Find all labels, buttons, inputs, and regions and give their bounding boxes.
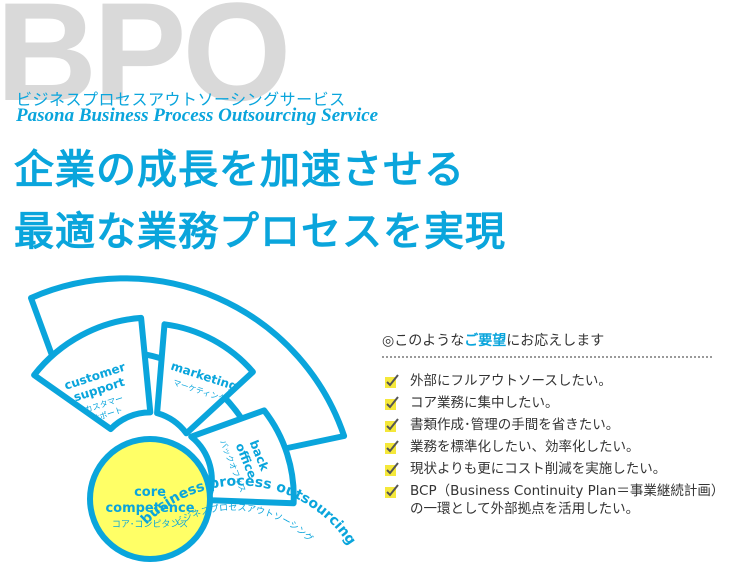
request-item-text: 外部にフルアウトソースしたい。 xyxy=(410,373,612,389)
checkbox-check-icon xyxy=(385,396,399,410)
requests-title-emphasis: ご要望 xyxy=(464,333,507,349)
bpo-fan-diagram: business process outsourcing ビジネスプロセスアウト… xyxy=(28,275,359,562)
checkbox-check-icon xyxy=(385,440,399,454)
request-item: 外部にフルアウトソースしたい。 xyxy=(384,372,724,394)
request-item: 書類作成･管理の手間を省きたい。 xyxy=(384,416,724,438)
core-label-en-1: core xyxy=(134,485,166,500)
request-item-text: 現状よりも更にコスト削減を実施したい。 xyxy=(410,461,667,477)
checkbox-check-icon xyxy=(385,374,399,388)
request-item: 現状よりも更にコスト削減を実施したい。 xyxy=(384,460,724,482)
core-competence-circle xyxy=(87,436,213,562)
requests-list: 外部にフルアウトソースしたい。 コア業務に集中したい。 書類作成･管理の手間を省… xyxy=(384,372,724,522)
request-item: 業務を標準化したい、効率化したい。 xyxy=(384,438,724,460)
request-item-text: 書類作成･管理の手間を省きたい。 xyxy=(410,417,620,433)
request-item: BCP（Business Continuity Plan＝事業継続計画） の一環… xyxy=(384,482,724,522)
core-label-jp: コア･コンピタンス xyxy=(112,519,188,530)
subtitle-english: Pasona Business Process Outsourcing Serv… xyxy=(16,105,379,126)
checkbox-check-icon xyxy=(385,462,399,476)
core-label-en-2: competence xyxy=(105,501,194,516)
request-item-text-line-2: の一環として外部拠点を活用したい。 xyxy=(410,501,640,517)
requests-title-prefix: ◎このような xyxy=(382,333,465,349)
request-item-text: コア業務に集中したい。 xyxy=(410,395,559,411)
request-item-text: 業務を標準化したい、効率化したい。 xyxy=(410,439,640,455)
segment-customer-support xyxy=(31,314,154,432)
requests-title-suffix: にお応えします xyxy=(506,333,605,349)
dotted-divider xyxy=(382,356,712,358)
subtitle-japanese: ビジネスプロセスアウトソーシングサービス xyxy=(16,90,346,109)
segment-marketing xyxy=(154,321,256,437)
headline-line-1: 企業の成長を加速させる xyxy=(14,147,465,193)
checkbox-check-icon xyxy=(385,484,399,498)
bpo-background-text: BPO xyxy=(0,0,291,130)
requests-title: ◎このようなご要望にお応えします xyxy=(382,330,604,350)
request-item: コア業務に集中したい。 xyxy=(384,394,724,416)
headline-line-2: 最適な業務プロセスを実現 xyxy=(14,209,506,255)
checkbox-check-icon xyxy=(385,418,399,432)
request-item-text-line-1: BCP（Business Continuity Plan＝事業継続計画） xyxy=(410,483,725,499)
